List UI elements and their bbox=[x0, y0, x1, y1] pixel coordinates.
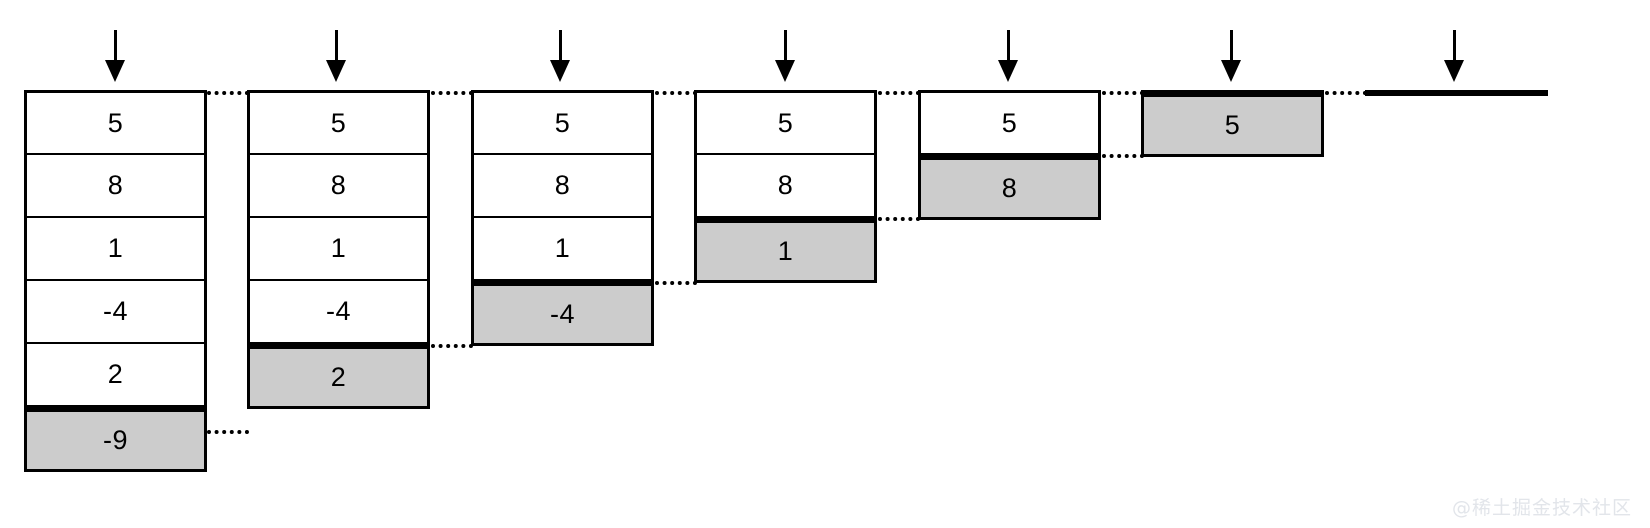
arrow-shaft bbox=[335, 30, 338, 62]
arrow-head bbox=[105, 60, 125, 82]
connector-top-3-4 bbox=[655, 91, 697, 95]
connector-top-6-7 bbox=[1325, 91, 1367, 95]
stack-cell: -9 bbox=[24, 405, 207, 472]
stack-cell-value: -4 bbox=[549, 299, 575, 329]
stack-cell: 5 bbox=[694, 90, 877, 153]
stack-cell-value: 5 bbox=[554, 107, 571, 138]
arrow-head bbox=[775, 60, 795, 82]
step-6: 5 bbox=[1141, 90, 1324, 157]
top-pointer-arrow-6 bbox=[1219, 30, 1243, 82]
stack-cell: -4 bbox=[247, 279, 430, 342]
stack-cell: 8 bbox=[247, 153, 430, 216]
stack-cell-value: 1 bbox=[777, 236, 794, 266]
stack-cell-value: 8 bbox=[777, 170, 794, 200]
stack-cell-value: 2 bbox=[330, 362, 347, 392]
stack-cell-value: 5 bbox=[1224, 110, 1241, 140]
connector-base-4-5 bbox=[878, 217, 920, 221]
stack-cell-value: 1 bbox=[554, 233, 571, 263]
stack-cell: -4 bbox=[24, 279, 207, 342]
stack-cell-value: 1 bbox=[330, 233, 347, 263]
connector-top-1-2 bbox=[207, 91, 249, 95]
step-3: 5 8 1 -4 bbox=[471, 90, 654, 346]
stack-cell-value: 8 bbox=[554, 170, 571, 200]
stack-cell: 1 bbox=[694, 216, 877, 283]
stack-cell: 5 bbox=[247, 90, 430, 153]
stack-cell-value: 2 bbox=[107, 359, 124, 389]
stack-cell-value: 5 bbox=[330, 107, 347, 138]
arrow-shaft bbox=[114, 30, 117, 62]
arrow-shaft bbox=[784, 30, 787, 62]
connector-top-4-5 bbox=[878, 91, 920, 95]
stack-cell-value: 5 bbox=[1001, 107, 1018, 138]
top-pointer-arrow-2 bbox=[324, 30, 348, 82]
arrow-head bbox=[326, 60, 346, 82]
stack-cell-value: -9 bbox=[102, 425, 128, 455]
stack-cell-value: 5 bbox=[777, 107, 794, 138]
stack-cell: 5 bbox=[471, 90, 654, 153]
stack-cell-value: 1 bbox=[107, 233, 124, 263]
stack-cell: 2 bbox=[24, 342, 207, 405]
stack-cell: -4 bbox=[471, 279, 654, 346]
stack-cell: 5 bbox=[24, 90, 207, 153]
top-pointer-arrow-7 bbox=[1442, 30, 1466, 82]
stack-cell: 1 bbox=[24, 216, 207, 279]
connector-top-2-3 bbox=[431, 91, 473, 95]
step-2: 5 8 1 -4 2 bbox=[247, 90, 430, 409]
connector-base-1-2 bbox=[207, 430, 249, 434]
arrow-shaft bbox=[1453, 30, 1456, 62]
stack-cell: 2 bbox=[247, 342, 430, 409]
step-4: 5 8 1 bbox=[694, 90, 877, 283]
watermark: @稀土掘金技术社区 bbox=[1451, 497, 1632, 519]
top-pointer-arrow-3 bbox=[548, 30, 572, 82]
arrow-shaft bbox=[1007, 30, 1010, 62]
stack-cell-value: 5 bbox=[107, 107, 124, 138]
arrow-shaft bbox=[1230, 30, 1233, 62]
stack-cell: 1 bbox=[247, 216, 430, 279]
stack-cell: 8 bbox=[918, 153, 1101, 220]
connector-base-2-3 bbox=[431, 344, 473, 348]
step-1: 5 8 1 -4 2 -9 bbox=[24, 90, 207, 472]
connector-top-5-6 bbox=[1102, 91, 1144, 95]
stack-cell-value: -4 bbox=[325, 296, 351, 326]
stack-cell: 8 bbox=[24, 153, 207, 216]
connector-base-3-4 bbox=[655, 281, 697, 285]
stack-cell-value: 8 bbox=[330, 170, 347, 200]
stack-cell: 8 bbox=[471, 153, 654, 216]
top-pointer-arrow-5 bbox=[996, 30, 1020, 82]
stack-cell: 8 bbox=[694, 153, 877, 216]
arrow-head bbox=[998, 60, 1018, 82]
top-pointer-arrow-1 bbox=[103, 30, 127, 82]
stack-cell-value: 8 bbox=[107, 170, 124, 200]
arrow-head bbox=[1444, 60, 1464, 82]
arrow-shaft bbox=[559, 30, 562, 62]
top-pointer-arrow-4 bbox=[773, 30, 797, 82]
stack-cell-value: 8 bbox=[1001, 173, 1018, 203]
stack-cell-value: -4 bbox=[102, 296, 128, 326]
step-7-empty-rule bbox=[1365, 90, 1548, 96]
arrow-head bbox=[1221, 60, 1241, 82]
arrow-head bbox=[550, 60, 570, 82]
stack-cell: 1 bbox=[471, 216, 654, 279]
connector-base-5-6 bbox=[1102, 154, 1144, 158]
stack-cell: 5 bbox=[918, 90, 1101, 153]
stack-cell: 5 bbox=[1141, 90, 1324, 157]
